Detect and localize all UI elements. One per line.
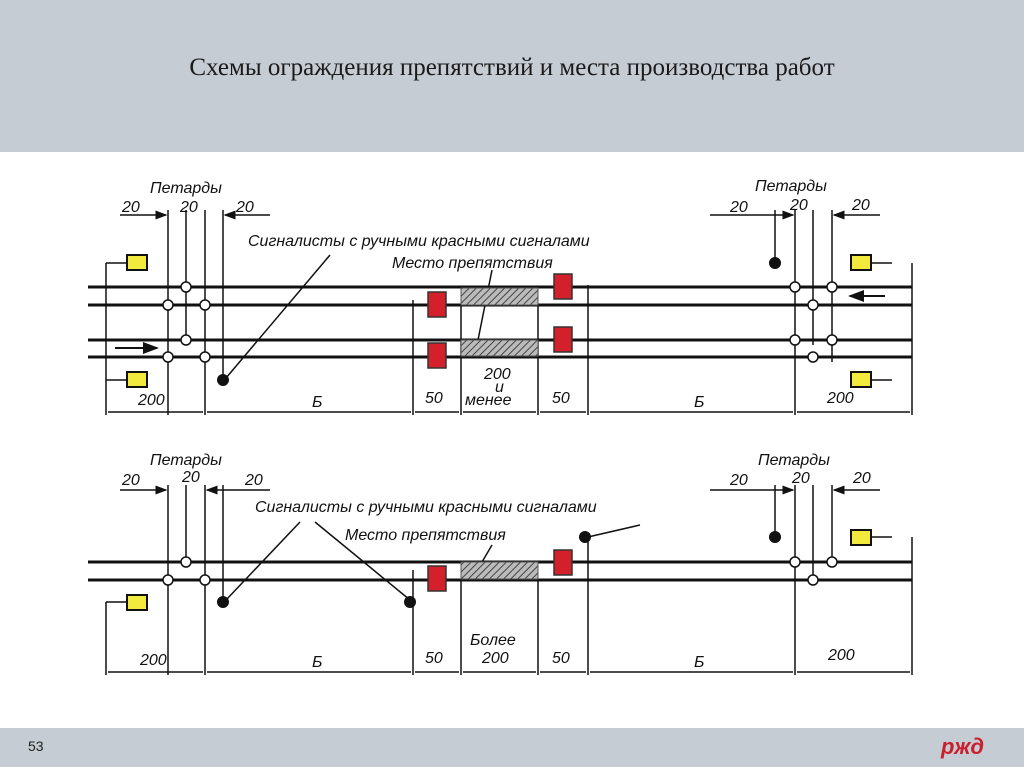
svg-text:Более: Более xyxy=(470,632,516,649)
svg-text:Петарды: Петарды xyxy=(150,452,222,469)
svg-text:20: 20 xyxy=(789,197,808,214)
svg-text:и: и xyxy=(495,379,504,396)
svg-text:200: 200 xyxy=(826,390,854,407)
svg-text:20: 20 xyxy=(121,472,140,489)
slide-footer: 53 ржд xyxy=(0,728,1024,767)
svg-text:Петарды: Петарды xyxy=(150,180,222,197)
svg-text:20: 20 xyxy=(235,199,254,216)
svg-text:Петарды: Петарды xyxy=(755,178,827,195)
svg-text:Б: Б xyxy=(694,394,704,411)
svg-text:20: 20 xyxy=(181,469,200,486)
svg-text:20: 20 xyxy=(244,472,263,489)
svg-text:200: 200 xyxy=(137,392,165,409)
svg-text:200: 200 xyxy=(827,647,855,664)
svg-text:20: 20 xyxy=(179,199,198,216)
svg-text:Б: Б xyxy=(694,654,704,671)
svg-text:50: 50 xyxy=(425,390,443,407)
svg-text:200: 200 xyxy=(483,366,511,383)
svg-text:50: 50 xyxy=(425,650,443,667)
svg-text:20: 20 xyxy=(729,472,748,489)
svg-text:200: 200 xyxy=(139,652,167,669)
bottom-scheme: Петарды Петарды 20 20 20 20 20 20 Сигналисты … xyxy=(88,452,913,675)
rzd-logo: ржд xyxy=(941,734,984,759)
svg-text:Сигналисты с ручными красными: Сигналисты с ручными красными сигналами xyxy=(248,233,590,250)
slide-title: Схемы ограждения препятствий и места про… xyxy=(189,54,835,81)
svg-text:50: 50 xyxy=(552,650,570,667)
svg-text:200: 200 xyxy=(481,650,509,667)
slide-header xyxy=(0,0,1024,152)
svg-text:50: 50 xyxy=(552,390,570,407)
svg-text:Место препятствия: Место препятствия xyxy=(345,527,506,544)
svg-text:20: 20 xyxy=(121,199,140,216)
svg-text:Сигналисты с ручными красными: Сигналисты с ручными красными сигналами xyxy=(255,499,597,516)
svg-text:Б: Б xyxy=(312,394,322,411)
svg-text:20: 20 xyxy=(729,199,748,216)
page-number: 53 xyxy=(28,738,44,754)
svg-text:Б: Б xyxy=(312,654,322,671)
svg-text:Петарды: Петарды xyxy=(758,452,830,469)
svg-text:20: 20 xyxy=(791,470,810,487)
svg-text:Место препятствия: Место препятствия xyxy=(392,255,553,272)
svg-text:20: 20 xyxy=(851,197,870,214)
top-scheme: Петарды Петарды 20 20 20 20 20 20 Сигналисты … xyxy=(88,178,913,415)
svg-text:20: 20 xyxy=(852,470,871,487)
svg-text:менее: менее xyxy=(465,392,512,409)
